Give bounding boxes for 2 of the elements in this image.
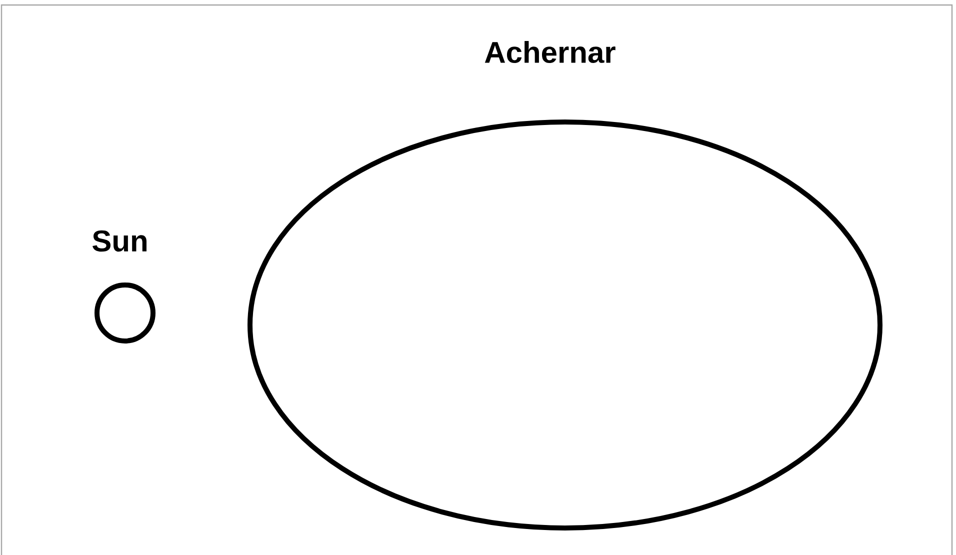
star-name: Achernar (484, 40, 616, 63)
star-name: Sun (92, 230, 146, 252)
